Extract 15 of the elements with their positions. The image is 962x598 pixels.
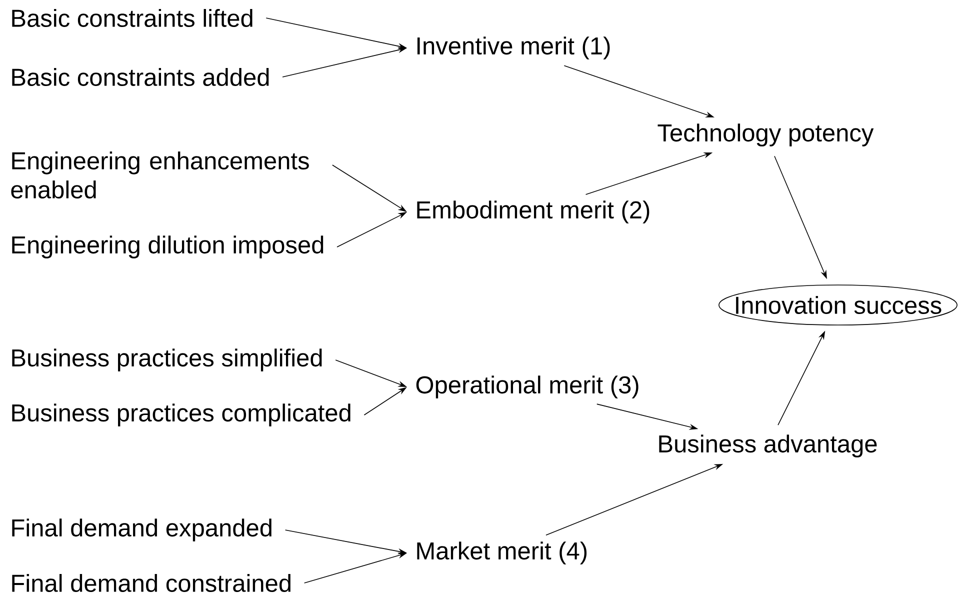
node-label: Basic constraints lifted [12,9,252,27]
node-label: Embodiment merit (2) [417,200,650,224]
node-label: Final demand expanded [12,518,272,542]
node-label: Business practices complicated [12,404,350,426]
node-label: Market merit (4) [417,542,587,564]
node-label: Business practices simplified [12,348,322,372]
node-label: Final demand constrained [12,574,290,592]
node-label: Engineering enhancements enabled [11,152,309,198]
node-label: Engineering dilution imposed [12,236,324,258]
node-label: Basic constraints added [12,68,269,86]
node-label: Inventive merit (1) [417,36,610,60]
node-label: Business advantage [659,434,877,458]
node-label: Operational merit (3) [416,376,638,398]
ellipse-node: Innovation success [718,284,958,326]
node-label: Technology potency [658,124,874,146]
